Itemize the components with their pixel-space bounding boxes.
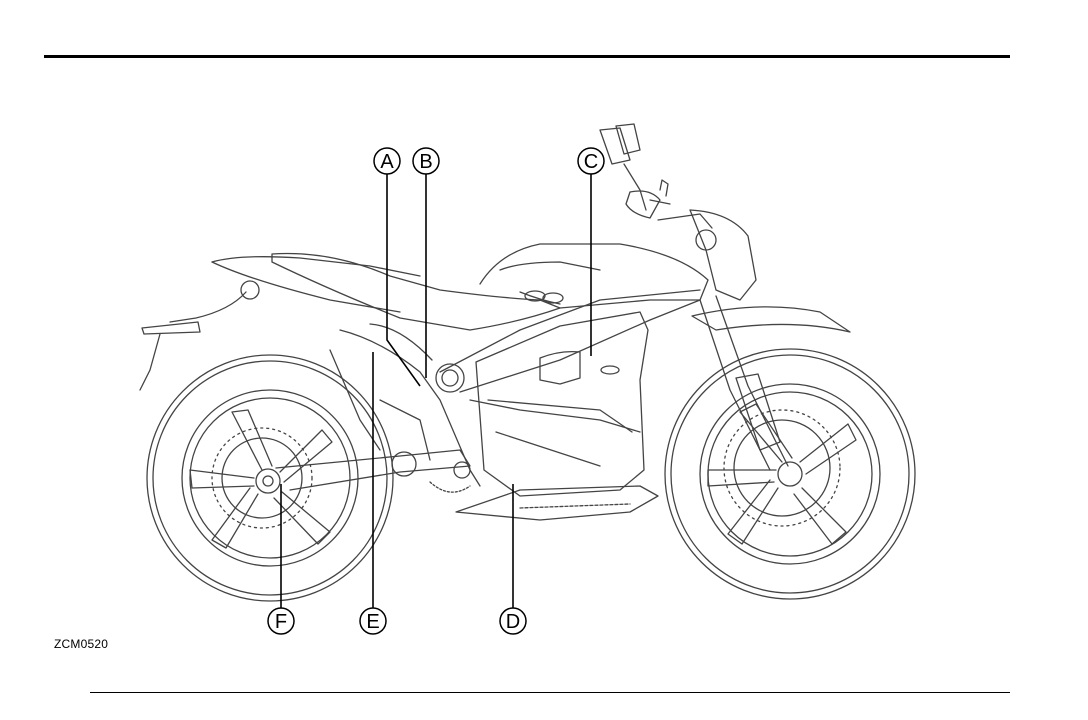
rear-fender [140, 257, 420, 390]
callout-circle-a: A [374, 148, 400, 174]
callout-circle-d: D [500, 608, 526, 634]
headlight-handlebar [600, 124, 756, 300]
callout-circle-f: F [268, 608, 294, 634]
belly-pan [456, 486, 658, 520]
callout-label-c: C [584, 151, 598, 173]
callout-label-d: D [506, 611, 520, 633]
callout-label-a: A [380, 151, 394, 173]
callout-circle-b: B [413, 148, 439, 174]
figure-code: ZCM0520 [54, 637, 108, 651]
callout-leaders [281, 174, 591, 608]
callout-circle-e: E [360, 608, 386, 634]
motorcycle-illustration [140, 124, 915, 601]
callout-circle-c: C [578, 148, 604, 174]
callout-label-f: F [275, 611, 287, 633]
front-fork [692, 296, 850, 470]
rear-wheel [147, 355, 393, 601]
front-wheel [665, 349, 915, 599]
callout-label-e: E [366, 611, 379, 633]
callout-label-b: B [419, 151, 432, 173]
footer-rule [90, 692, 1010, 693]
